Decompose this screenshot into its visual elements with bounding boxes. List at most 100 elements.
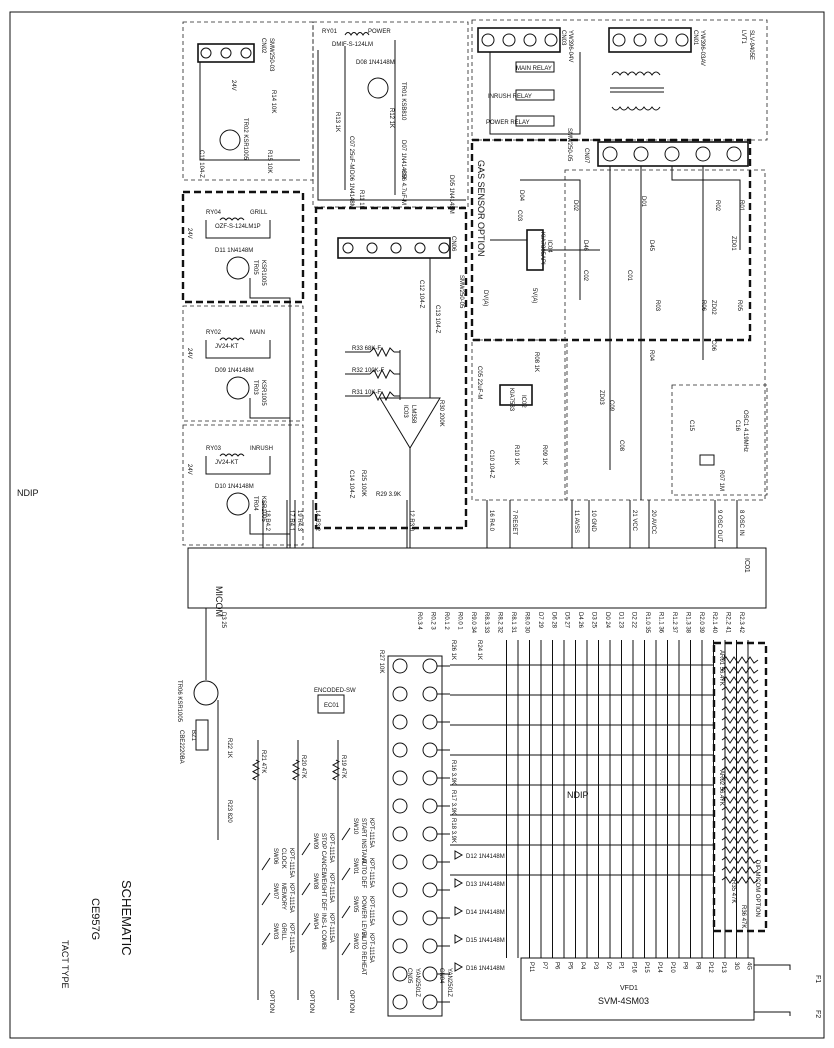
vfd-pin-label: P12: [707, 962, 713, 973]
dip-resistor: [721, 756, 759, 764]
cn05-pin: [392, 882, 408, 898]
micom-top-pin-label: 16 R4.0: [488, 510, 494, 532]
micom-bottom-pin-label: D6 28: [550, 612, 556, 629]
schematic-title: SCHEMATIC: [119, 880, 134, 956]
relay-transistor: [226, 492, 250, 516]
dip-resistor: [721, 816, 759, 824]
relay-coil: [219, 217, 245, 221]
micom-label: MICOM: [214, 586, 224, 617]
key-switch-name: STOP CANCEL: [320, 833, 326, 876]
vfd-pin-label: P15: [643, 962, 649, 973]
cn06-connector: [337, 237, 451, 259]
tr06-label: TR06 KSR1005: [176, 680, 182, 723]
cn05-pin: [392, 994, 408, 1010]
micom-bottom-pin-label: R8.1 31: [510, 612, 516, 634]
micom-bottom-pin-label: R0.3 4: [416, 612, 422, 630]
dip-resistor: [721, 866, 759, 874]
cn07-pin-4: [695, 146, 711, 162]
option-label: OPTION: [348, 990, 354, 1013]
cn04-pin: [422, 994, 438, 1010]
micom-bottom-pin-label: R9.0 34: [470, 612, 476, 634]
key-diode: [454, 962, 464, 972]
ic03-part: LM358: [410, 405, 416, 424]
vfd-pin-label: P1: [618, 962, 624, 970]
cn06-pin-1: [342, 242, 354, 254]
relay-wire: [205, 220, 271, 239]
cn02-connector: [197, 43, 255, 63]
gas-sensor-block: [470, 138, 752, 342]
dip-resistor: [721, 666, 759, 674]
vfd-pin-label: P11: [528, 962, 534, 973]
cn07-part: SMW250-05: [566, 128, 572, 162]
relay-transistor: [226, 256, 250, 280]
dip-resistor: [721, 696, 759, 704]
r25-label: R25 100K: [360, 470, 366, 497]
relay-wire: [205, 340, 271, 359]
key-switch-part: KPT-1115A: [288, 883, 294, 913]
key-switch-part: KPT-1115A: [328, 833, 334, 863]
c15-label: C15: [688, 420, 694, 432]
opamp-resistor: [369, 390, 395, 402]
key-switch-name: INS-1 COMBI: [320, 913, 326, 950]
key-switch-ref: SW06: [272, 848, 278, 865]
dip-resistor: [721, 836, 759, 844]
relay-ref: RY04: [206, 210, 222, 216]
d07-label: D07 1N4148M: [400, 140, 406, 179]
relay-transistor-part: KSR1005: [260, 380, 266, 406]
vfd-pin-label: P9: [682, 962, 688, 970]
c12-label: C12 104-Z: [418, 280, 424, 309]
c56-label: C56 4.7uF-M: [400, 170, 406, 205]
vfd-pin-label: P2: [605, 962, 611, 970]
cn05-pin: [392, 658, 408, 674]
ndip-center: NDIP: [567, 790, 589, 800]
c16-label: C16: [734, 420, 740, 432]
psu-part-label: C03: [516, 210, 522, 222]
ndip-left: NDIP: [17, 488, 39, 498]
psu-part-label: D46: [582, 240, 588, 252]
cn06-ref: CN06: [450, 236, 456, 252]
key-switch: [341, 867, 351, 881]
vfd-pin-label: 4G: [746, 962, 752, 970]
inrush-relay-text: INRUSH RELAY: [488, 94, 532, 100]
key-diode: [454, 906, 464, 916]
relay-transistor: [226, 376, 250, 400]
cn04-pin: [422, 966, 438, 982]
key-resistor-label: R18 3.9K: [450, 818, 456, 843]
micom-bottom-pin-label: R2.3 42: [738, 612, 744, 634]
relay-coil: [219, 453, 245, 457]
dip-resistor: [721, 736, 759, 744]
ry01-part: DMIF-S-124LM: [332, 42, 373, 48]
reset-ic-block: [471, 339, 568, 501]
relay-transistor-ref: TR04: [252, 496, 258, 511]
cn03-label: CN03: [560, 30, 566, 46]
vfd-pin-label: 3G: [733, 962, 739, 970]
key-resistor-label: R16 3.9K: [450, 760, 456, 785]
psu-part-label: ZD03: [598, 390, 604, 405]
cn07-ref: CN07: [583, 148, 589, 164]
micom-bottom-pin-label: R8.2 32: [497, 612, 503, 634]
relay-name: GRILL: [250, 210, 268, 216]
cn05-part: YAN2501Z: [414, 968, 420, 997]
r35-label: R35 47K: [730, 880, 736, 903]
key-switch-ref: SW01: [352, 858, 358, 875]
relay-wire: [205, 456, 271, 475]
key-switch: [341, 827, 351, 841]
micom-top-pin-label: 14 R3.2: [314, 510, 320, 532]
vfd-pin-label: P10: [669, 962, 675, 973]
key-resistor: [331, 759, 341, 781]
key-switch: [261, 857, 271, 871]
transformer-ref: LVT1: [740, 30, 746, 45]
dip-resistor: [721, 716, 759, 724]
r09-label: R09 1K: [541, 445, 547, 465]
inrush-relay-contact: [515, 89, 555, 101]
cn03-pin-1: [481, 33, 495, 47]
cn04-part: YAN2501Z: [446, 968, 452, 997]
dip-resistor: [721, 706, 759, 714]
cn05-pin: [392, 938, 408, 954]
key-switch-ref: SW04: [312, 913, 318, 930]
ry01-label: RY01: [322, 29, 338, 35]
cn01-pins: [612, 33, 689, 47]
